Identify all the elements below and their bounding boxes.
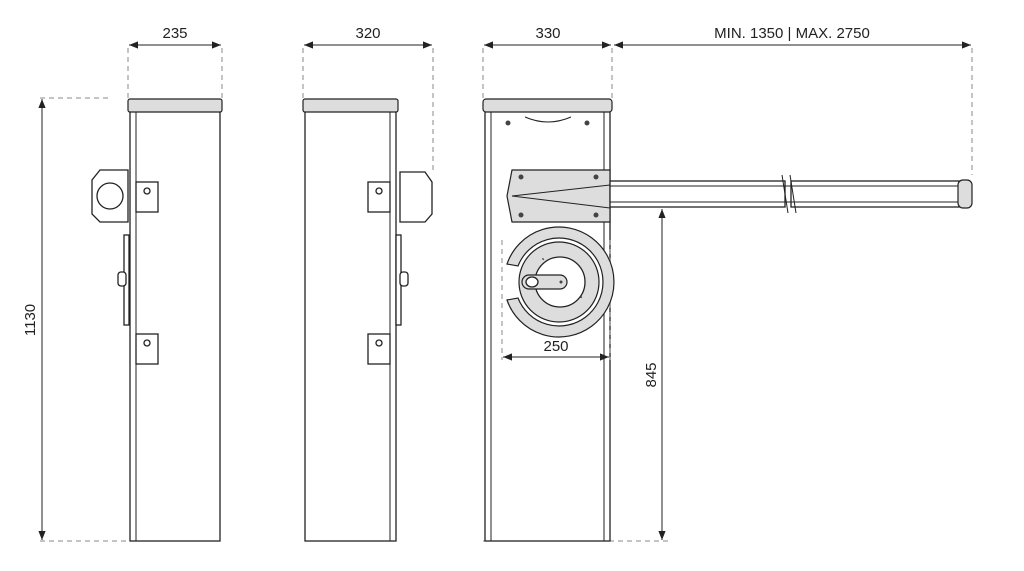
cabinet-side-view-left [91,98,223,542]
dim-1130-label: 1130 [22,304,39,336]
dim-330-label: 330 [535,25,560,42]
manual-release-disk: ◔ ◔ [506,226,615,338]
boom-arm [609,174,973,214]
lock-symbol-icon: ◔ [578,293,583,302]
boom-bracket [506,169,611,223]
boom-end-cap [957,179,973,209]
cabinet-side-view-right [302,98,433,542]
dim-320-label: 320 [355,25,380,42]
dimension-labels: 235 320 330 MIN. 1350 | MAX. 2750 1130 2… [22,25,870,388]
break-mark-icon [781,174,797,214]
boom-hub-icon [399,171,433,223]
dimension-lines [38,41,971,540]
cabinet-front-view: ◔ ◔ [482,98,615,542]
dim-235-label: 235 [162,25,187,42]
dim-845-label: 845 [643,362,660,387]
dim-boom-label: MIN. 1350 | MAX. 2750 [714,25,870,42]
unlock-symbol-icon: ◔ [540,255,545,264]
dim-250-label: 250 [543,338,568,355]
